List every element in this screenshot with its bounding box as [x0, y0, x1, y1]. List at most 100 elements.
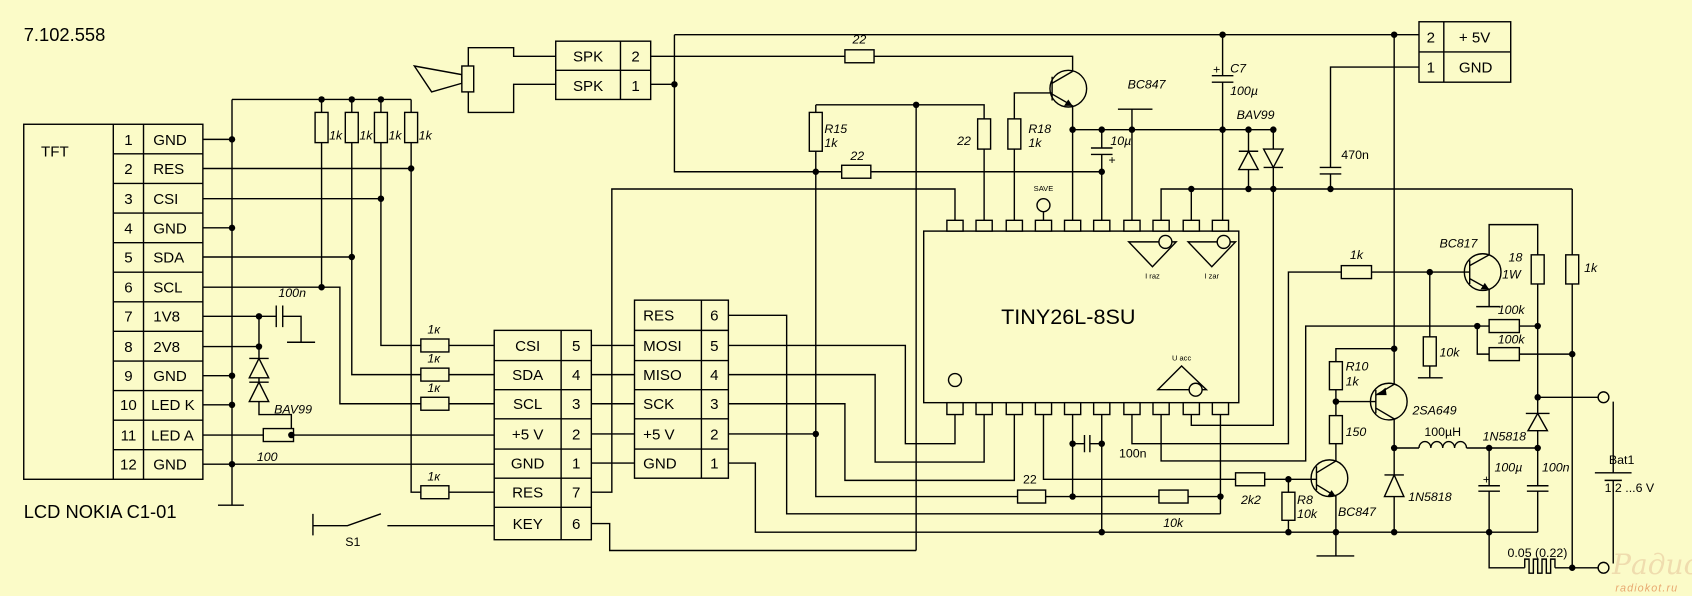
isp-pin-label: MOSI	[643, 338, 682, 355]
c-100n-out-label: 100n	[1542, 461, 1570, 475]
junction-dot	[407, 165, 415, 172]
lcd-pin-label: SCL	[153, 280, 182, 297]
i-raz-input-icon	[1158, 234, 1173, 250]
lcd-connector: TFT 1 2 3 4 5 6 7 8 9 10 11 12 GND RES C…	[23, 123, 204, 522]
lcd-pin-label: SDA	[153, 249, 185, 266]
isp-pin-label: GND	[643, 455, 677, 472]
lcd-pin-num: 7	[124, 309, 132, 326]
display-connector-body	[493, 329, 593, 541]
i-zar-label: I zar	[1204, 272, 1219, 281]
control-wires	[1131, 271, 1573, 462]
conn-pin-num: 2	[572, 426, 580, 443]
spk-pin-num: 2	[631, 49, 639, 66]
pullup-value: 1k	[359, 128, 373, 142]
i-raz-label: I raz	[1145, 272, 1160, 281]
battery-icon	[1594, 401, 1632, 564]
series-resistor-label: 1к	[427, 469, 441, 483]
resistor-100k-a	[1488, 318, 1521, 334]
battery-terminal-icon	[1597, 561, 1610, 574]
junction-dot	[1390, 528, 1398, 536]
save-label: SAVE	[1034, 184, 1054, 193]
pullup-value: 1k	[329, 128, 343, 142]
resistor-r8	[1281, 491, 1296, 521]
pullup-resistor	[403, 111, 419, 144]
transistor-icon	[1049, 69, 1088, 108]
speaker-resistor-label: 22	[851, 32, 866, 46]
pullup-value: 1k	[419, 128, 433, 142]
switch-s1	[312, 513, 495, 536]
junction-dot	[1098, 168, 1105, 175]
lcd-pin-label: 1V8	[153, 309, 180, 326]
mcu-name: TINY26L-8SU	[1001, 304, 1135, 329]
lcd-pin-num: 6	[124, 280, 132, 297]
resistor-22-mid	[840, 164, 872, 179]
junction-dot	[1474, 322, 1481, 330]
isp-pin-num: 4	[710, 367, 718, 384]
power-connector: 2 1 + 5V GND	[1418, 21, 1512, 83]
resistor-150	[1328, 414, 1344, 445]
r-18-label: 18	[1509, 250, 1523, 264]
r-150-label: 150	[1346, 425, 1367, 439]
junction-dots	[228, 31, 1576, 572]
document-number: 7.102.558	[24, 24, 106, 45]
junction-dot	[255, 343, 263, 350]
conn-pin-label: GND	[511, 455, 545, 472]
junction-dot	[1069, 126, 1076, 133]
speaker: SPK SPK 2 1	[412, 40, 652, 114]
mcu-pin-pad	[1092, 219, 1111, 232]
mcu-pin-pad	[1211, 401, 1230, 416]
mcu-pin-pad	[975, 401, 993, 416]
junction-dot	[1069, 493, 1076, 500]
watermark-url: radiokot.ru	[1615, 583, 1678, 595]
mcu-pin-pad	[1123, 219, 1141, 232]
schottky-diode-icon	[1526, 412, 1549, 432]
junction-dot	[1327, 185, 1334, 193]
capacitor-470n	[1319, 66, 1419, 190]
series-resistor	[420, 367, 450, 382]
conn-pin-label: +5 V	[512, 426, 543, 443]
r-100k-a-label: 100k	[1498, 303, 1526, 317]
junction-dot	[912, 101, 920, 109]
resistor-1k-right	[1565, 254, 1580, 285]
isp-pin-num: 6	[710, 308, 718, 325]
resistor-r15	[808, 111, 823, 152]
conn-pin-num: 7	[572, 485, 580, 502]
junction-dot	[1568, 350, 1576, 358]
series-resistor-label: 1к	[427, 352, 441, 366]
display-connector-grid	[494, 330, 592, 540]
lcd-pin-num: 2	[124, 161, 132, 178]
power-pin-num: 2	[1427, 29, 1435, 46]
power-pin-num: 1	[1427, 59, 1435, 76]
lcd-pin-num: 3	[124, 191, 132, 208]
mcu-pin-pad	[1063, 401, 1082, 416]
r15-value: 1k	[824, 136, 838, 150]
mcu-pin-pad	[1034, 219, 1053, 232]
junction-dot	[1270, 185, 1277, 193]
r-100k-b-label: 100k	[1498, 332, 1526, 346]
conn-pin-label: SDA	[512, 367, 544, 384]
resistor-1k-base	[1340, 264, 1373, 280]
bav99-right-label: BAV99	[1237, 108, 1275, 122]
lcd-pin-num: 8	[124, 339, 132, 356]
r18-value: 1k	[1028, 136, 1042, 150]
mcu-pin-pad	[946, 401, 964, 416]
isp-pin-label: MISO	[643, 367, 682, 384]
diode-icon	[1237, 149, 1260, 171]
battery-value: 1.2 ...6 V	[1605, 481, 1655, 495]
pullup-resistor	[314, 111, 329, 144]
resistor-r18	[1007, 118, 1022, 150]
r8-ref: R8	[1297, 493, 1313, 507]
resistor-r10	[1328, 360, 1344, 391]
transistor-leads	[1051, 70, 1074, 221]
bav99-diode-left	[202, 316, 293, 436]
resistor-22-mid-label: 22	[849, 149, 864, 163]
d-1n5818-upper-label: 1N5818	[1483, 429, 1527, 443]
capacitor-100n-lcd	[202, 305, 316, 343]
pullup-wires	[320, 99, 421, 493]
speaker-coil	[461, 65, 475, 93]
junction-dot	[1128, 126, 1136, 133]
transistor-leads	[1315, 443, 1355, 557]
speaker-resistor	[844, 49, 875, 64]
isp-pin-num: 2	[710, 426, 718, 443]
